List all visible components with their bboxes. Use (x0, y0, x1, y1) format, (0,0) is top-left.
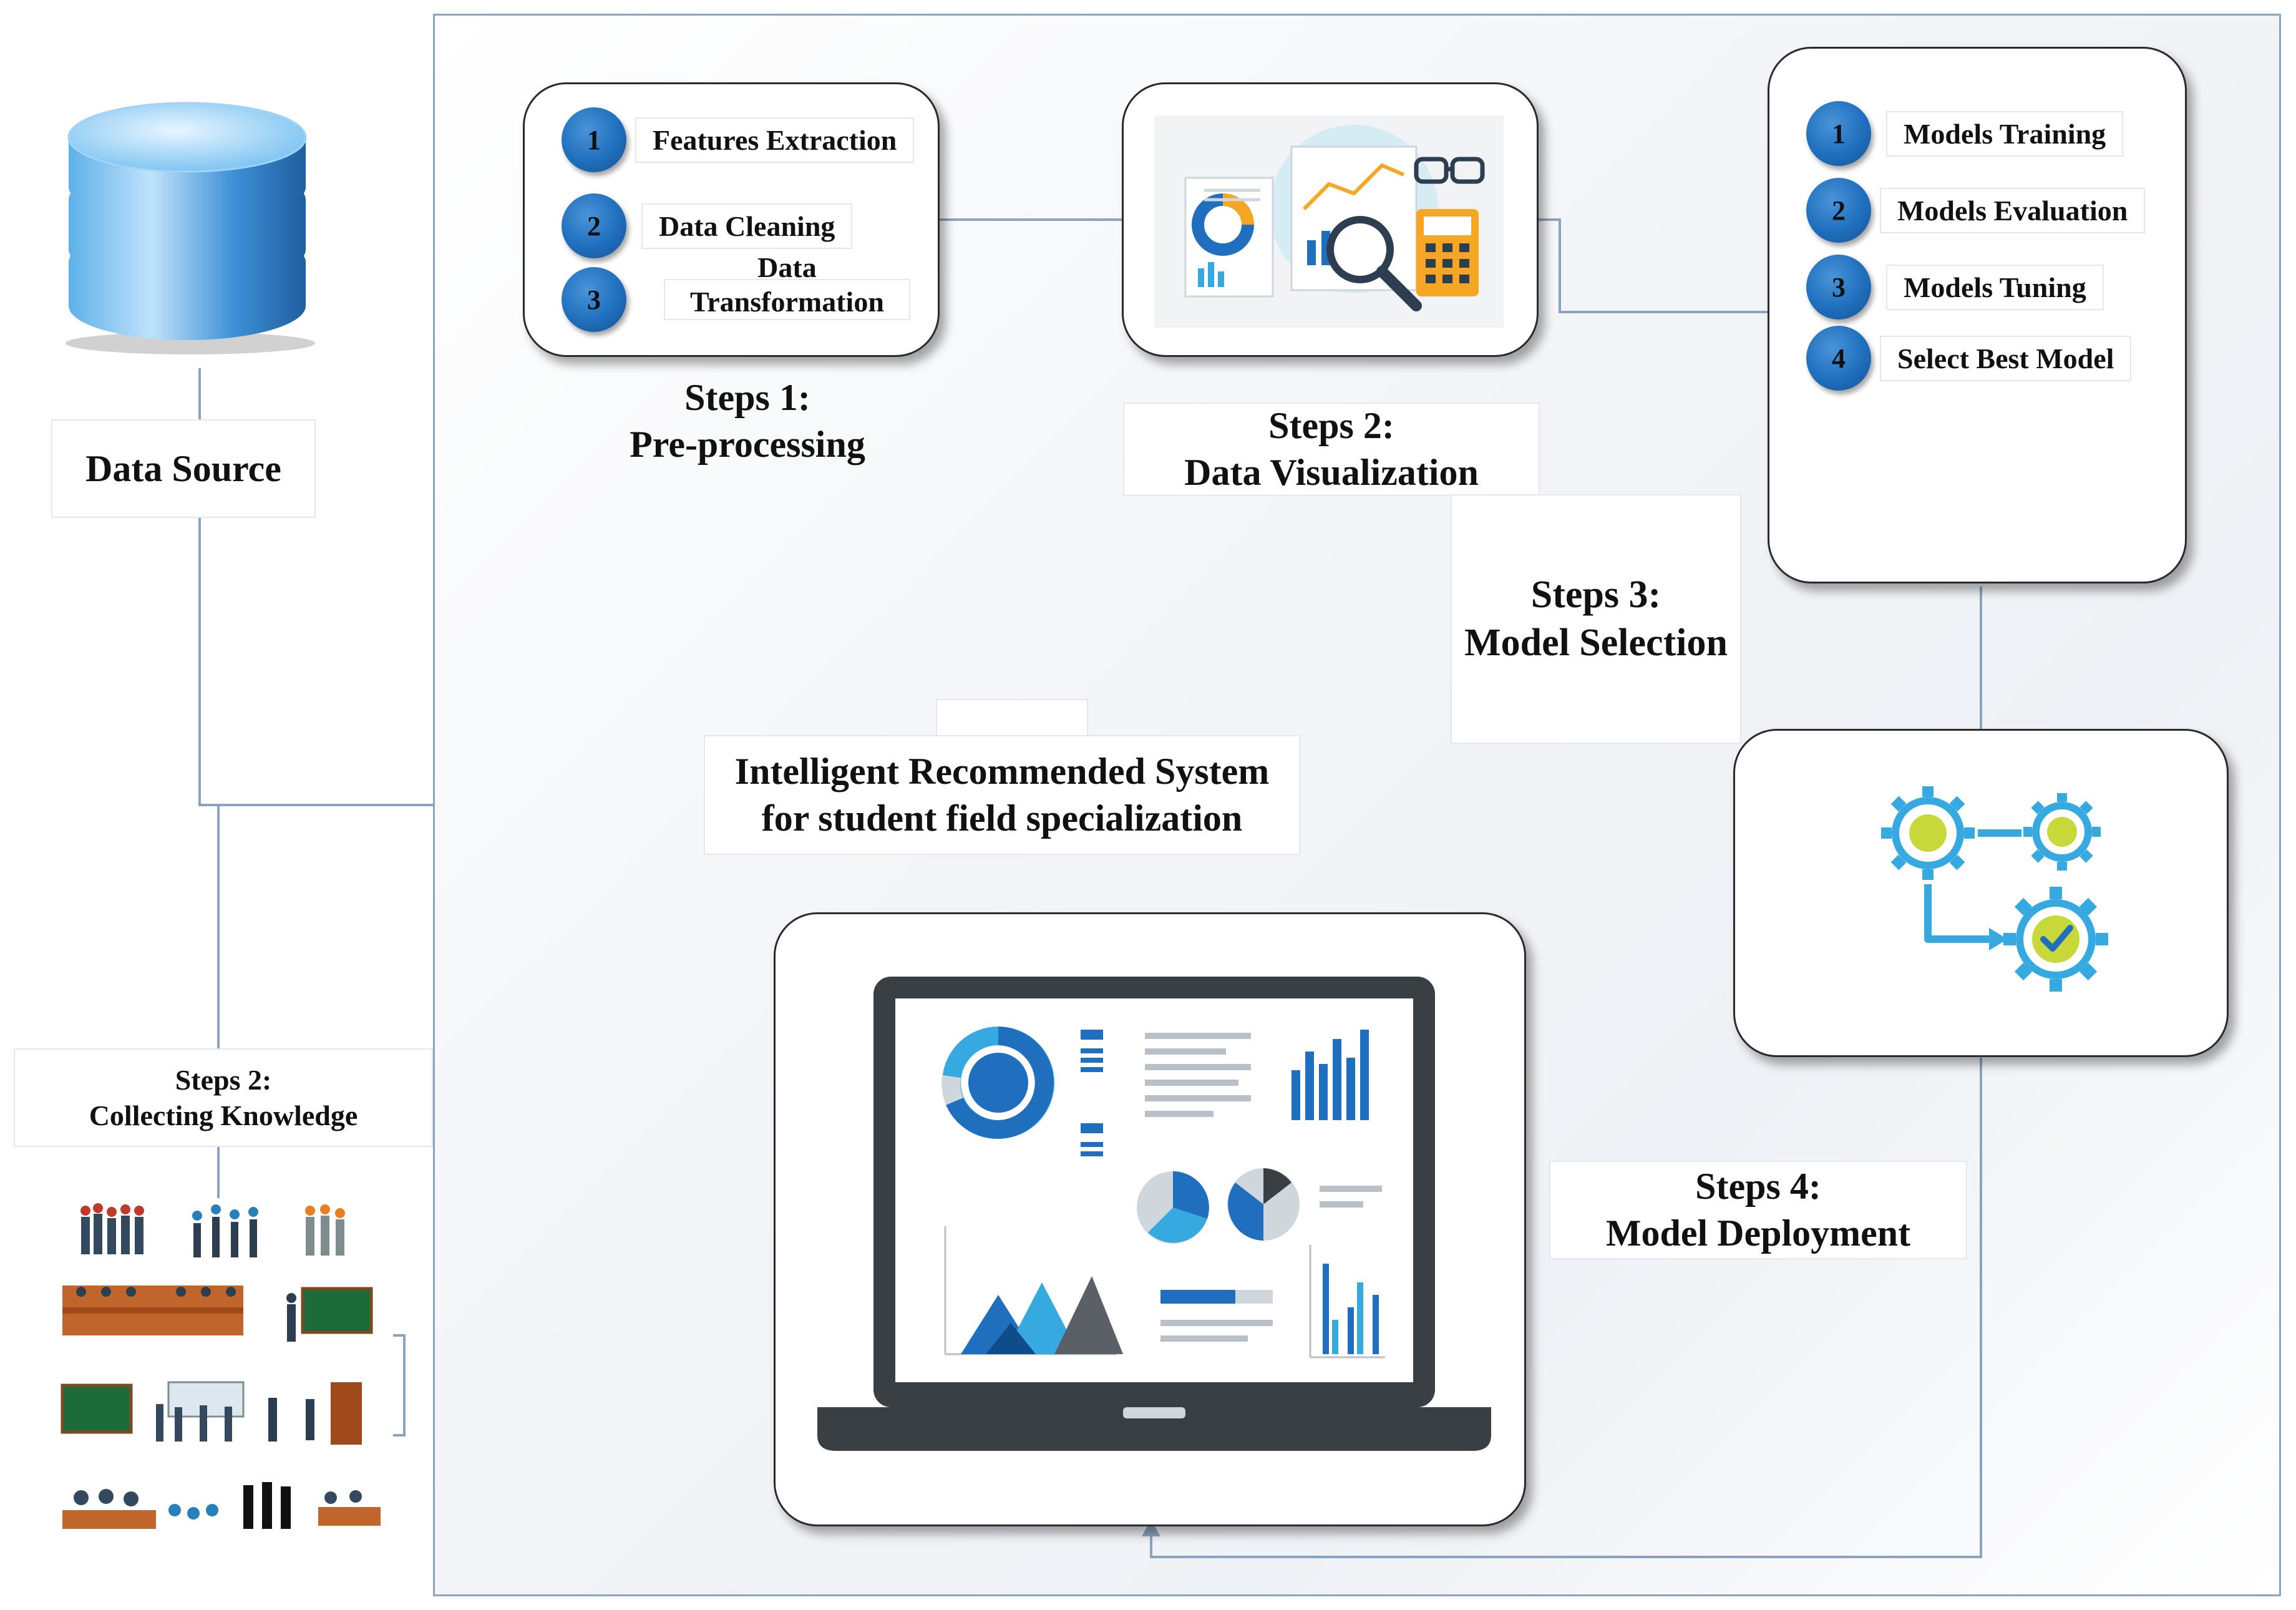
step-label: Models Tuning (1886, 264, 2104, 310)
model-item-select-best: 4 Select Best Model (1806, 326, 2132, 391)
system-line1: Intelligent Recommended System (734, 751, 1270, 792)
system-label-tab (936, 699, 1088, 738)
deployment-subtitle: Model Deployment (1605, 1212, 1911, 1254)
preprocessing-item-data-cleaning: 2 Data Cleaning (562, 193, 853, 258)
model-selection-subtitle: Model Selection (1464, 622, 1728, 664)
step-number-badge: 4 (1806, 326, 1871, 391)
step-number-badge: 2 (1806, 178, 1871, 243)
visualization-caption: Steps 2: Data Visualization (1123, 402, 1540, 496)
model-item-training: 1 Models Training (1806, 101, 2124, 166)
preprocessing-caption: Steps 1: Pre-processing (523, 368, 972, 474)
step-label: Models Evaluation (1880, 187, 2146, 233)
data-source-text: Data Source (85, 447, 281, 489)
database-icon (66, 102, 315, 354)
data-source-label: Data Source (51, 419, 316, 518)
deployment-gears-card (1733, 729, 2229, 1057)
step-label-line2: Transformation (690, 286, 884, 318)
visualization-title: Steps 2: (1268, 405, 1394, 446)
system-label: Intelligent Recommended System for stude… (704, 735, 1300, 855)
collecting-title: Steps 2: (175, 1063, 272, 1096)
step-number-badge: 1 (1806, 101, 1871, 166)
step-number-badge: 2 (562, 193, 626, 258)
step-label: Select Best Model (1880, 335, 2132, 381)
preprocessing-item-data-transformation: 3 Data Transformation (562, 251, 910, 332)
deployment-title: Steps 4: (1695, 1166, 1821, 1207)
gears-workflow-icon (1881, 786, 2108, 992)
step-label-line1: Data (757, 251, 817, 283)
step-number-badge: 3 (562, 267, 626, 332)
step-label: Models Training (1886, 110, 2124, 157)
model-item-evaluation: 2 Models Evaluation (1806, 178, 2146, 243)
data-analysis-illustration (1154, 115, 1504, 328)
model-item-tuning: 3 Models Tuning (1806, 255, 2104, 320)
preprocessing-item-features-extraction: 1 Features Extraction (562, 107, 915, 172)
system-line2: for student field specialization (761, 798, 1243, 839)
model-selection-title: Steps 3: (1530, 573, 1661, 616)
collecting-knowledge-label: Steps 2: Collecting Knowledge (14, 1048, 433, 1147)
step-number-badge: 3 (1806, 255, 1871, 320)
step-label: Features Extraction (635, 117, 915, 163)
step-label: Data Cleaning (641, 203, 853, 249)
preprocessing-title: Steps 1: (684, 377, 810, 418)
visualization-subtitle: Data Visualization (1184, 452, 1479, 493)
preprocessing-subtitle: Pre-processing (630, 424, 865, 465)
laptop-dashboard-illustration (817, 977, 1491, 1451)
deployment-caption: Steps 4: Model Deployment (1549, 1161, 1967, 1259)
model-selection-caption: Steps 3: Model Selection (1451, 494, 1741, 744)
students-collage-image (56, 1198, 393, 1560)
collecting-subtitle: Collecting Knowledge (89, 1100, 358, 1131)
step-label: Data Transformation (664, 251, 910, 321)
step-number-badge: 1 (562, 107, 626, 172)
